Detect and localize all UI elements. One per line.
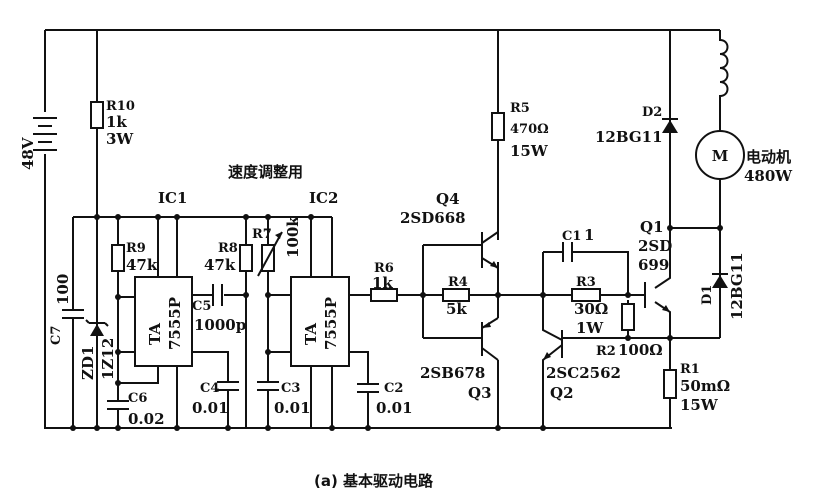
r8-value: 47k (204, 256, 236, 274)
c6-value: 0.02 (128, 410, 165, 428)
resistor-r6 (370, 288, 398, 302)
r6-value: 1k (372, 274, 393, 292)
d2-name: D2 (642, 105, 662, 120)
figure-caption: (a) 基本驱动电路 (314, 472, 434, 490)
ic2-part-2: 7555P (322, 297, 340, 350)
capacitor-c4 (217, 381, 239, 391)
r3-name: R3 (576, 275, 596, 290)
motor-inductor-coil (719, 30, 729, 100)
c7-value: 100 (54, 274, 72, 305)
r2-value: 100Ω (618, 341, 663, 359)
diode-d1 (712, 273, 728, 288)
battery-48v: 48V (19, 112, 57, 170)
c5-value: 1000p (194, 316, 246, 334)
q4-part: 2SD668 (400, 209, 466, 227)
q4-name: Q4 (436, 190, 460, 208)
q2-name: Q2 (550, 384, 574, 402)
junction-dots (70, 214, 723, 431)
r3-value: 30Ω (574, 300, 608, 318)
potentiometer-r7 (257, 231, 283, 277)
c6-name: C6 (128, 391, 147, 406)
battery-label: 48V (19, 137, 37, 170)
q1-part-2: 699 (638, 256, 669, 274)
zd1-name: ZD1 (79, 346, 97, 380)
r8-name: R8 (218, 241, 238, 256)
ic1-part-1: TA (146, 323, 164, 345)
c5-name: C5 (192, 299, 211, 314)
transistor-q3 (481, 317, 499, 361)
capacitor-c1 (562, 242, 573, 262)
ic1: TA 7555P (134, 276, 193, 367)
transistor-q4 (423, 231, 499, 269)
capacitor-c6 (107, 400, 129, 410)
ic2-label: IC2 (309, 189, 338, 207)
ic2-part-1: TA (302, 323, 320, 345)
ic1-label: IC1 (158, 189, 187, 207)
ic1-part-2: 7555P (166, 297, 184, 350)
resistor-r9 (111, 244, 125, 272)
r10-name: R10 (106, 99, 135, 114)
ic2: TA 7555P (290, 276, 350, 367)
r10-power: 3W (106, 130, 134, 148)
transistor-q1 (662, 305, 670, 312)
d1-part: 12BG11 (728, 252, 746, 320)
q3-name: Q3 (468, 384, 492, 402)
r10-value: 1k (106, 113, 127, 131)
r4-name: R4 (448, 275, 468, 290)
c4-value: 0.01 (192, 399, 229, 417)
c1-value: 1 (584, 226, 594, 244)
c3-name: C3 (281, 381, 300, 396)
capacitor-c7 (62, 309, 84, 319)
capacitor-c5 (212, 284, 223, 306)
resistor-r2 (621, 303, 635, 331)
diode-d2 (662, 118, 678, 133)
c3-value: 0.01 (274, 399, 311, 417)
resistor-r4 (442, 288, 470, 302)
c2-value: 0.01 (376, 399, 413, 417)
resistor-r5 (491, 112, 505, 141)
r1-name: R1 (680, 362, 700, 377)
motor-symbol: M (712, 147, 729, 165)
r9-name: R9 (126, 241, 146, 256)
r5-name: R5 (510, 101, 530, 116)
resistor-r3 (571, 288, 601, 302)
speed-adjust-label: 速度调整用 (228, 163, 303, 181)
zd1-part: 1Z12 (99, 338, 117, 380)
resistor-r8 (239, 244, 253, 272)
r7-name: R7 (252, 227, 272, 242)
r9-value: 47k (126, 256, 158, 274)
motor-label: 电动机 (746, 148, 791, 166)
r1-power: 15W (680, 396, 719, 414)
resistor-r1 (663, 369, 677, 399)
r2-name: R2 (596, 344, 616, 359)
c7-name: C7 (49, 326, 64, 345)
r3-power: 1W (576, 319, 604, 337)
r5-value: 470Ω (510, 122, 549, 137)
r4-value: 5k (446, 300, 467, 318)
r1-value: 50mΩ (680, 377, 730, 395)
c1-name: C1 (562, 229, 581, 244)
q1-part-1: 2SD (638, 237, 672, 255)
q2-part: 2SC2562 (546, 364, 621, 382)
c4-name: C4 (200, 381, 219, 396)
motor-power: 480W (744, 167, 793, 185)
resistor-r10 (90, 101, 104, 129)
r7-value: 100k (284, 216, 302, 258)
motor: M (695, 130, 745, 180)
d1-name: D1 (700, 285, 715, 305)
c2-name: C2 (384, 381, 403, 396)
q3-part: 2SB678 (420, 364, 485, 382)
q1-name: Q1 (640, 218, 664, 236)
zener-zd1 (85, 319, 109, 336)
d2-part: 12BG11 (595, 128, 663, 146)
r5-power: 15W (510, 142, 549, 160)
transistor-q2 (543, 352, 551, 360)
capacitor-c3 (257, 381, 279, 391)
capacitor-c2 (357, 383, 379, 393)
r6-name: R6 (374, 261, 394, 276)
